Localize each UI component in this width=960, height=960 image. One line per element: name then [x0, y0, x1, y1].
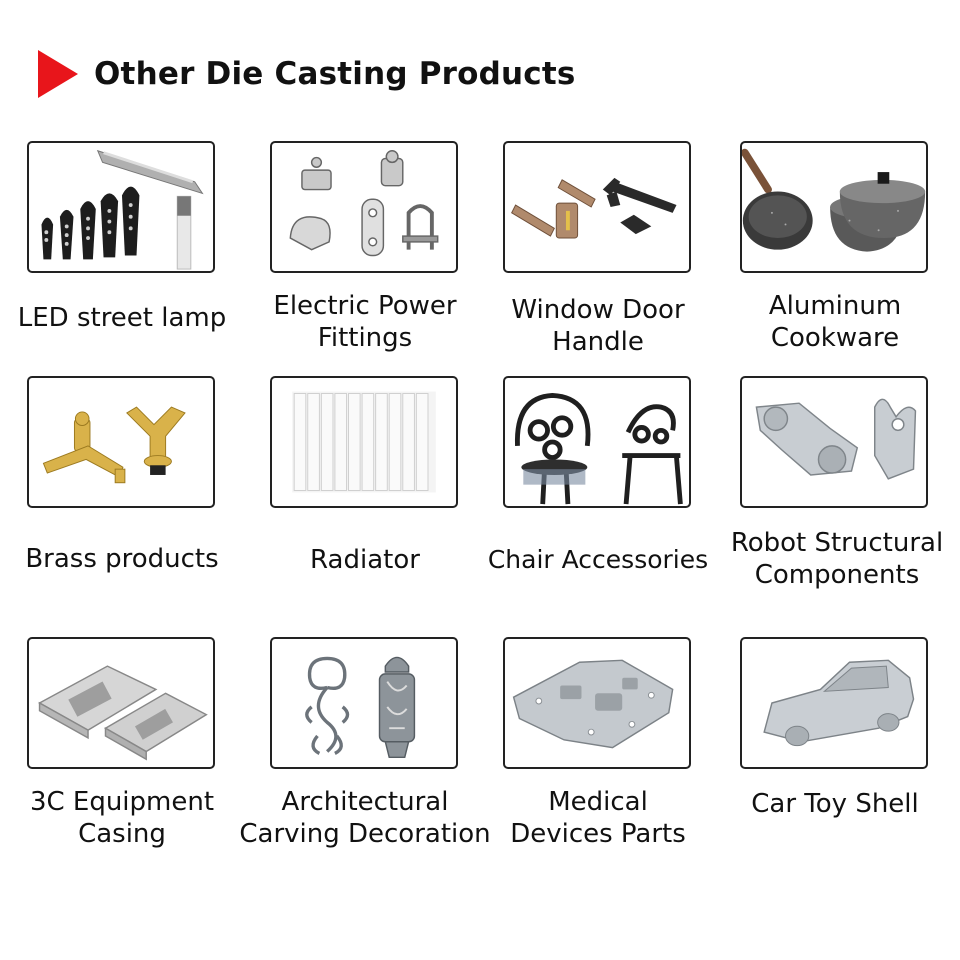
product-card-chair-accessories[interactable]	[503, 376, 691, 508]
caption-brass-products: Brass products	[25, 544, 219, 574]
product-card-radiator[interactable]	[270, 376, 458, 508]
product-card-window-door-handle[interactable]	[503, 141, 691, 273]
caption-radiator: Radiator	[310, 545, 420, 575]
power-fittings-image	[289, 150, 439, 257]
product-card-aluminum-cookware[interactable]	[740, 141, 928, 273]
radiator-image	[292, 391, 436, 493]
carving-image	[305, 656, 416, 759]
section-title: Other Die Casting Products	[94, 56, 576, 92]
caption-led-street-lamp: LED street lamp	[17, 303, 227, 333]
product-card-electric-power-fittings[interactable]	[270, 141, 458, 273]
casing-image	[38, 665, 208, 761]
chair-image	[515, 393, 683, 505]
section-header: Other Die Casting Products	[38, 48, 576, 100]
product-card-medical-devices-parts[interactable]	[503, 637, 691, 769]
brass-faucet-image	[42, 406, 186, 484]
product-card-architectural-carving-decoration[interactable]	[270, 637, 458, 769]
caption-chair-accessories: Chair Accessories	[487, 545, 709, 574]
product-card-led-street-lamp[interactable]	[27, 141, 215, 273]
car-shell-image	[763, 659, 915, 747]
product-card-robot-structural-components[interactable]	[740, 376, 928, 508]
product-card-3c-equipment-casing[interactable]	[27, 637, 215, 769]
caption-car-toy-shell: Car Toy Shell	[751, 789, 919, 819]
product-card-brass-products[interactable]	[27, 376, 215, 508]
medical-part-image	[512, 659, 674, 749]
red-triangle-icon	[38, 50, 78, 98]
cookware-image	[742, 148, 926, 252]
product-card-car-toy-shell[interactable]	[740, 637, 928, 769]
door-handle-image	[511, 177, 677, 239]
robot-part-image	[755, 398, 917, 480]
led-street-lamp-image	[41, 149, 204, 270]
